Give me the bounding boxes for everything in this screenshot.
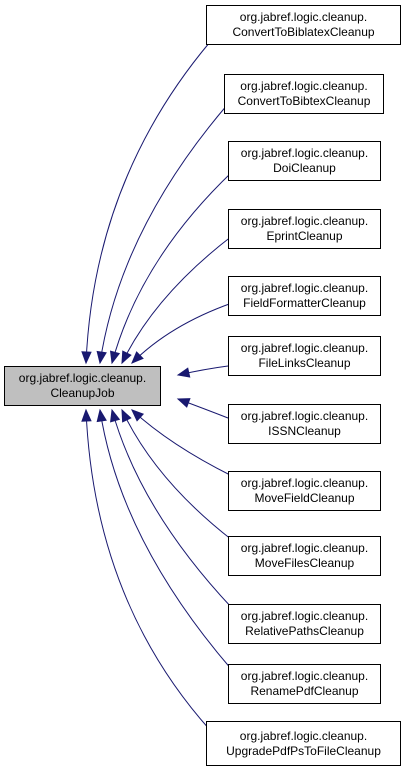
arrowhead-icon (176, 398, 191, 408)
inheritance-edge (85, 41, 211, 364)
arrowhead-icon (109, 350, 121, 365)
derived-class-name: EprintCleanup (266, 229, 343, 243)
derived-class-node[interactable]: org.jabref.logic.cleanup.RelativePathsCl… (228, 604, 381, 644)
derived-class-package: org.jabref.logic.cleanup. (240, 669, 369, 683)
derived-class-name: FieldFormatterCleanup (243, 296, 366, 310)
derived-class-package: org.jabref.logic.cleanup. (240, 341, 369, 355)
derived-class-name: DoiCleanup (273, 161, 336, 175)
derived-class-node[interactable]: org.jabref.logic.cleanup.FieldFormatterC… (228, 276, 381, 316)
derived-class-package: org.jabref.logic.cleanup. (239, 728, 368, 743)
base-class-node[interactable]: org.jabref.logic.cleanup. CleanupJob (4, 366, 161, 406)
inheritance-edge (111, 409, 233, 609)
derived-class-node[interactable]: org.jabref.logic.cleanup.ConvertToBiblat… (206, 5, 401, 45)
inheritance-edge (85, 409, 211, 731)
arrowhead-icon (121, 350, 132, 365)
derived-class-node[interactable]: org.jabref.logic.cleanup.DoiCleanup (228, 141, 381, 181)
derived-class-package: org.jabref.logic.cleanup. (240, 476, 369, 490)
derived-class-name: MoveFilesCleanup (254, 556, 355, 570)
derived-class-node[interactable]: org.jabref.logic.cleanup.RenamePdfCleanu… (228, 664, 381, 704)
inheritance-edge (131, 409, 233, 477)
derived-class-name: RelativePathsCleanup (245, 624, 364, 638)
derived-class-name: ConvertToBiblatexCleanup (232, 25, 375, 39)
inheritance-edge (121, 409, 233, 541)
base-class-package: org.jabref.logic.cleanup. (18, 371, 147, 385)
arrowhead-icon (96, 408, 107, 423)
derived-class-node[interactable]: org.jabref.logic.cleanup.UpgradePdfPsToF… (206, 721, 401, 766)
inheritance-edge (131, 302, 233, 364)
arrowhead-icon (81, 351, 92, 365)
inheritance-edge (111, 171, 233, 364)
derived-class-package: org.jabref.logic.cleanup. (240, 409, 369, 423)
base-class-name: CleanupJob (50, 386, 115, 400)
derived-class-node[interactable]: org.jabref.logic.cleanup.EprintCleanup (228, 209, 381, 249)
derived-class-name: FileLinksCleanup (258, 356, 351, 370)
inheritance-edge (99, 103, 229, 364)
derived-class-node[interactable]: org.jabref.logic.cleanup.MoveFilesCleanu… (228, 536, 381, 576)
derived-class-name: ConvertToBibtexCleanup (237, 94, 371, 108)
derived-class-name: MoveFieldCleanup (254, 491, 355, 505)
derived-class-name: RenamePdfCleanup (250, 684, 359, 698)
derived-class-name: ISSNCleanup (268, 424, 341, 438)
derived-class-node[interactable]: org.jabref.logic.cleanup.MoveFieldCleanu… (228, 471, 381, 511)
derived-class-package: org.jabref.logic.cleanup. (240, 609, 369, 623)
arrowhead-icon (81, 408, 92, 422)
inheritance-edge (121, 235, 233, 364)
derived-class-package: org.jabref.logic.cleanup. (240, 541, 369, 555)
arrowhead-icon (121, 408, 132, 423)
arrowhead-icon (110, 408, 121, 423)
derived-class-node[interactable]: org.jabref.logic.cleanup.ConvertToBibtex… (224, 74, 384, 114)
derived-class-name: UpgradePdfPsToFileCleanup (226, 743, 381, 758)
arrowhead-icon (131, 409, 145, 422)
arrowhead-icon (96, 350, 107, 365)
derived-class-package: org.jabref.logic.cleanup. (240, 79, 368, 93)
derived-class-package: org.jabref.logic.cleanup. (240, 146, 369, 160)
derived-class-package: org.jabref.logic.cleanup. (240, 214, 369, 228)
derived-class-node[interactable]: org.jabref.logic.cleanup.FileLinksCleanu… (228, 336, 381, 376)
arrowhead-icon (131, 351, 144, 364)
derived-class-package: org.jabref.logic.cleanup. (239, 10, 368, 24)
derived-class-package: org.jabref.logic.cleanup. (240, 281, 369, 295)
inheritance-edge (99, 409, 233, 671)
arrowhead-icon (176, 367, 191, 378)
derived-class-node[interactable]: org.jabref.logic.cleanup.ISSNCleanup (228, 404, 381, 444)
